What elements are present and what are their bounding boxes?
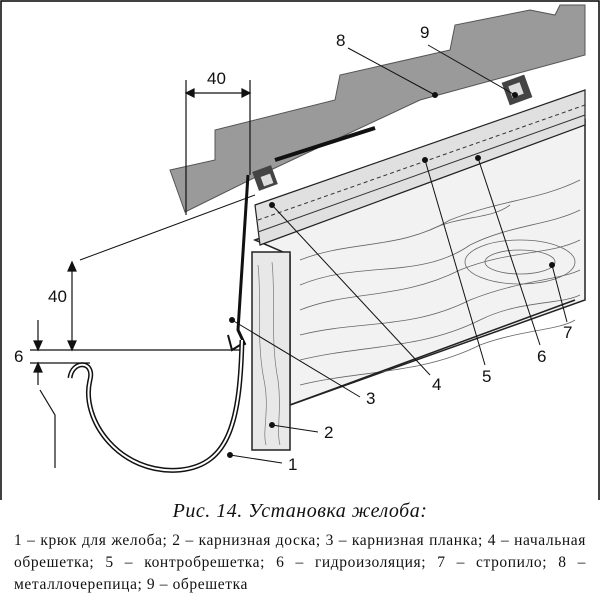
callout-9: 9 (420, 23, 429, 42)
wood-grain (299, 179, 581, 386)
dim-label-small: 6 (14, 347, 23, 366)
callout-1: 1 (288, 455, 297, 474)
callout-7: 7 (563, 323, 572, 342)
leader-lines (227, 44, 568, 464)
flashing (274, 126, 376, 162)
dimension-horizontal (184, 80, 252, 215)
callout-3: 3 (366, 389, 375, 408)
callout-4: 4 (432, 375, 441, 394)
dim-label-horizontal: 40 (207, 69, 226, 88)
callout-2: 2 (324, 423, 333, 442)
dimension-vertical (30, 260, 240, 364)
dimension-small (33, 320, 43, 385)
dim-label-vertical: 40 (48, 287, 67, 306)
caption-title: Рис. 14. Установка желоба: (172, 500, 428, 522)
border (0, 0, 600, 500)
callout-5: 5 (482, 367, 491, 386)
fastener-3 (252, 165, 278, 191)
callout-6: 6 (537, 347, 546, 366)
gutter-hook (67, 339, 245, 473)
eave-plank (236, 174, 250, 346)
gutter-installation-diagram: 40 40 6 1 2 3 4 5 6 7 8 9 (0, 0, 600, 500)
callout-8: 8 (336, 31, 345, 50)
caption-text: 1 – крюк для желоба; 2 – карнизная доска… (14, 532, 586, 593)
